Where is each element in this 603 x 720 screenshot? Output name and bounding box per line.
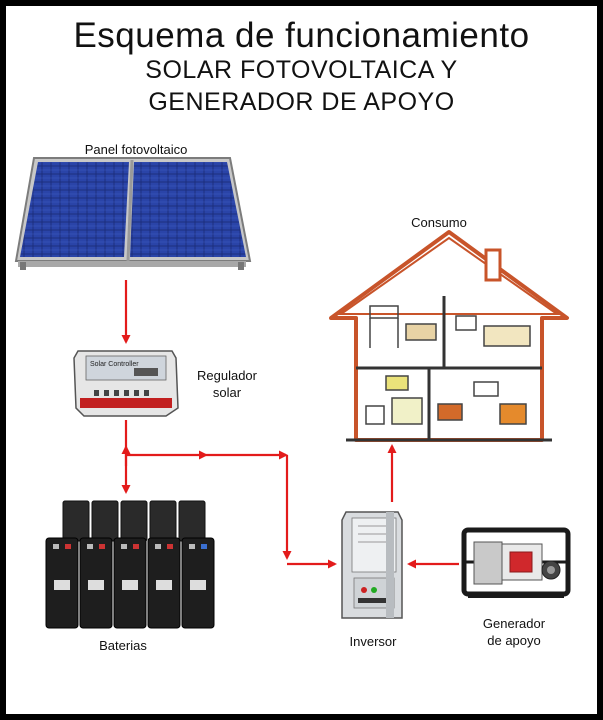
- diagram-canvas: Esquema de funcionamiento SOLAR FOTOVOLT…: [6, 6, 597, 714]
- batteries-label: Baterias: [99, 638, 147, 653]
- generator-label-line-1: Generador: [482, 616, 546, 631]
- solar-panel-icon: [14, 157, 252, 270]
- diagram-graphics: Solar Controller: [14, 157, 571, 629]
- title-line-2: SOLAR FOTOVOLTAICA Y: [145, 56, 458, 84]
- inverter-label: Inversor: [349, 634, 397, 649]
- regulator-label-line-2: solar: [212, 385, 242, 400]
- consumption-label: Consumo: [411, 215, 467, 230]
- house-icon: [329, 230, 569, 442]
- inverter-icon: [341, 511, 403, 619]
- panel-label: Panel fotovoltaico: [84, 142, 188, 157]
- generator-label-line-2: de apoyo: [487, 633, 541, 648]
- charge-controller-icon: Solar Controller: [73, 350, 179, 417]
- controller-device-text: Solar Controller: [90, 361, 139, 368]
- regulator-label-line-1: Regulador: [197, 368, 257, 383]
- title-line-1: Esquema de funcionamiento: [73, 16, 530, 55]
- flow-arrows: [121, 280, 459, 569]
- battery-bank-icon: [45, 500, 215, 629]
- generator-icon: [461, 527, 571, 598]
- title-line-3: GENERADOR DE APOYO: [148, 88, 455, 116]
